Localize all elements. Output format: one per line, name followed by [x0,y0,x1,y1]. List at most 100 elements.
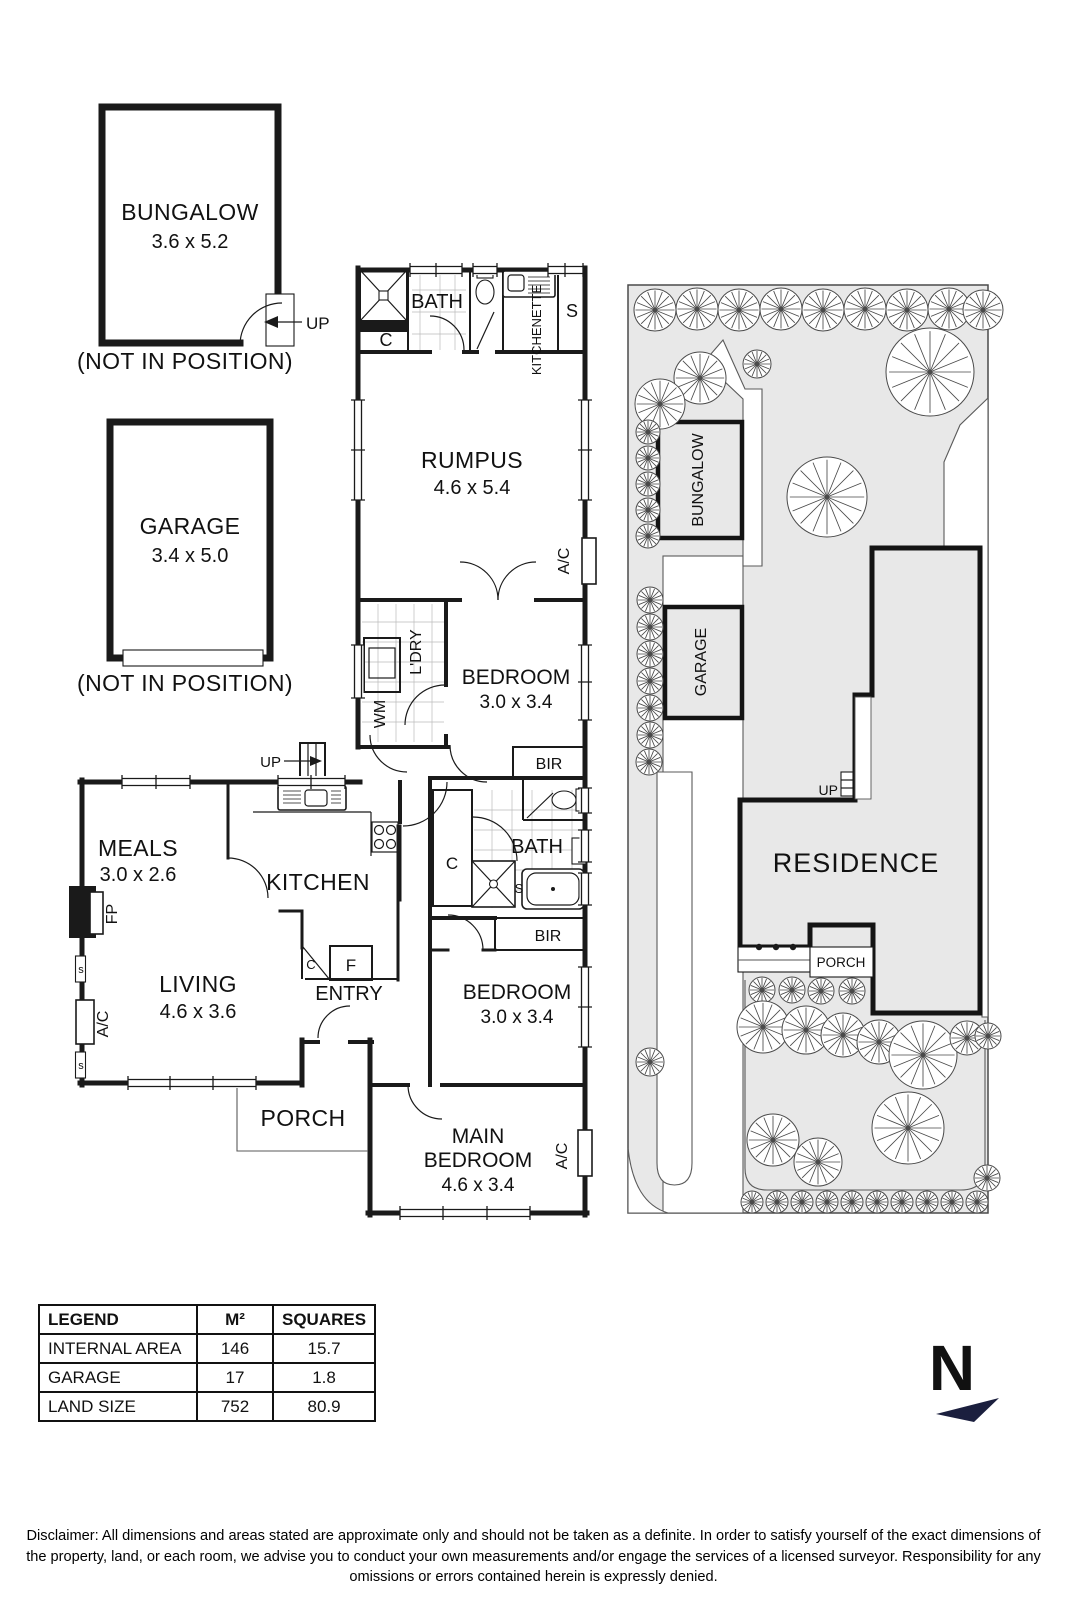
room-dims-bedroom1: 3.0 x 3.4 [480,692,553,713]
room-dims-rumpus: 4.6 x 5.4 [434,477,511,499]
fridge-box [329,945,373,981]
legend-header-row: LEGEND M² SQUARES [38,1304,377,1335]
legend-cell: INTERNAL AREA [38,1333,198,1364]
site-porch-box [809,946,874,978]
site-bungalow-box [655,419,745,541]
tree-icon [815,1190,839,1214]
tree-icon [870,1090,946,1166]
tree-icon [765,1190,789,1214]
bungalow-dims: 3.6 x 5.2 [152,231,229,253]
tree-icon [842,286,888,332]
tree-icon [973,1164,1001,1192]
fixtures [69,268,597,1177]
room-label-kitchen: KITCHEN [266,869,370,895]
bungalow-note: (NOT IN POSITION) [77,348,293,374]
tree-icon [807,977,835,1005]
legend-cell: 1.8 [271,1362,377,1393]
ac-unit-icon [581,537,597,585]
tree-icon [748,976,776,1004]
bungalow-label: BUNGALOW [121,199,258,225]
label-fireplace: FP [104,904,121,924]
legend-row-internal: INTERNAL AREA 146 15.7 [38,1333,377,1364]
room-dims-bedroom2: 3.0 x 3.4 [481,1007,554,1028]
stairs-up-icon [284,742,326,778]
label-ac-mainbed: A/C [554,1143,571,1170]
bir-box [494,917,586,951]
tree-icon [740,1190,764,1214]
tree-icon [785,455,869,539]
legend-cell: 146 [196,1333,274,1364]
room-label-meals: MEALS [98,835,178,861]
room-label-main1: MAIN [452,1125,505,1148]
tree-icon [792,1136,844,1188]
legend-cell: GARAGE [38,1362,198,1393]
tree-icon [884,287,930,333]
room-label-main2: BEDROOM [424,1149,533,1172]
door-arcs [227,311,537,1120]
tree-icon [636,667,664,695]
room-label-entry: ENTRY [315,983,382,1005]
room-dims-living: 4.6 x 3.6 [160,1001,237,1023]
tree-icon [635,419,661,445]
garage-dims: 3.4 x 5.0 [152,545,229,567]
room-label-rumpus: RUMPUS [421,447,523,473]
label-closet: C [380,330,393,350]
room-label-bath-top: BATH [411,291,463,313]
label-up: UP [260,754,281,771]
room-label-living: LIVING [159,971,237,997]
tree-icon [742,349,772,379]
north-label: N [929,1332,975,1404]
label-bir1: BIR [536,756,563,773]
site-steps [737,946,811,973]
tile-grid [362,272,583,908]
site-corner-cut [627,1147,669,1214]
ac-unit-icon [75,999,95,1045]
legend-row-garage: GARAGE 17 1.8 [38,1362,377,1393]
legend-cell: 752 [196,1391,274,1422]
site-bungalow-label: BUNGALOW [690,432,707,526]
label-s-window: s [78,964,84,976]
label-s-window: s [78,1060,84,1072]
tree-icon [790,1190,814,1214]
washing-machine-icon [363,637,401,693]
tree-icon [635,471,661,497]
tree-icon [636,640,664,668]
tree-icon [840,1190,864,1214]
bungalow-up-label: UP [306,314,330,333]
room-label-bedroom1: BEDROOM [462,666,571,689]
porch-column-icon [789,943,797,951]
kitchen-sink-icon [277,785,347,811]
north-arrow-icon [936,1398,999,1422]
label-bir2: BIR [535,928,562,945]
room-label-porch: PORCH [260,1105,345,1131]
site-up-stairs-icon [840,771,854,797]
window-s [74,1051,87,1079]
room-label-bedroom2: BEDROOM [463,981,572,1004]
tree-icon [635,748,663,776]
windows [74,263,592,1220]
window-s [74,955,87,983]
tree-icon [758,286,804,332]
garage-label: GARAGE [140,513,241,539]
garage-outline: GARAGE 3.4 x 5.0 (NOT IN POSITION) [77,418,293,696]
tree-icon [635,497,661,523]
closet-box [432,789,473,907]
legend-cell: LAND SIZE [38,1391,198,1422]
tree-icon [632,287,678,333]
legend-cell: 80.9 [271,1391,377,1422]
tree-icon [745,1112,801,1168]
tree-icon [635,523,661,549]
site-driveway [656,771,693,1186]
legend-cell: 15.7 [271,1333,377,1364]
tree-icon [962,289,1004,331]
room-label-bath-main: BATH [511,836,563,858]
tree-icon [636,721,664,749]
legend-header-m2: M² [196,1304,274,1335]
label-wm: WM [372,700,389,728]
shower-icon [359,269,408,322]
tree-icon [965,1190,989,1214]
room-label-laundry: L'DRY [408,629,425,675]
tree-icon [838,977,866,1005]
legend-header-squares: SQUARES [271,1304,377,1335]
